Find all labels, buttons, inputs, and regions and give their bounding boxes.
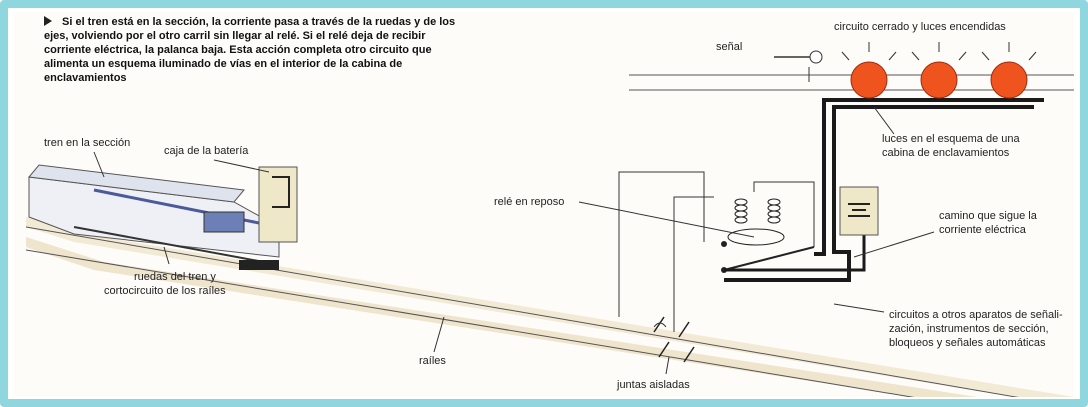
current-path-main	[724, 105, 1034, 282]
train-wheels-contact	[239, 260, 279, 270]
label-wheels-2: cortocircuito de los raíles	[104, 285, 226, 297]
label-other-circuits-2: zación, instrumentos de sección,	[889, 323, 1049, 335]
leader-current	[853, 231, 935, 258]
rail-line-top	[25, 226, 1019, 397]
leader-battery	[213, 159, 270, 173]
label-rails: raíles	[419, 355, 446, 367]
rail-line-bottom	[25, 249, 915, 397]
leader-train	[93, 151, 105, 178]
insulated-joint-4	[683, 346, 695, 363]
intro-text: Si el tren está en la sección, la corrie…	[44, 16, 456, 84]
lamp-1	[841, 42, 897, 99]
relay-coil-left	[734, 198, 748, 224]
label-other-circuits-3: bloqueos y señales automáticas	[889, 337, 1046, 349]
insulated-joint-3	[658, 341, 670, 358]
insulated-joint-2	[678, 321, 690, 338]
label-lights-scheme-2: cabina de enclavamientos	[882, 147, 1010, 159]
label-closed-circuit: circuito cerrado y luces encendidas	[834, 21, 1006, 33]
relay-contact-1	[721, 241, 727, 247]
intro-paragraph: Si el tren está en la sección, la corrie…	[44, 15, 474, 85]
label-current-path-2: corriente eléctrica	[939, 224, 1026, 236]
leader-wheels	[163, 246, 170, 265]
rail-wire-3	[653, 322, 667, 328]
battery-box	[258, 166, 298, 243]
bullet-arrow-icon	[44, 16, 52, 26]
label-current-path-1: camino que sigue la	[939, 210, 1037, 222]
diagram-canvas: Si el tren está en la sección, la corrie…	[14, 12, 1074, 397]
label-signal: señal	[716, 41, 743, 53]
circuit-diagram	[25, 42, 1074, 397]
relay-coil-right	[767, 198, 781, 224]
leader-joints	[665, 356, 670, 375]
label-insulated-joints: juntas aisladas	[617, 379, 690, 391]
label-lights-scheme-1: luces en el esquema de una	[882, 133, 1020, 145]
relay-lever	[723, 246, 815, 271]
label-wheels-1: ruedas del tren y	[134, 271, 216, 283]
insulated-joint-1	[653, 316, 665, 333]
current-path-return	[814, 98, 1044, 256]
leader-circuits	[833, 303, 885, 313]
leader-lights	[873, 106, 895, 135]
relay-armature	[727, 228, 785, 246]
lamp-3	[981, 42, 1037, 99]
train	[28, 164, 280, 263]
rail-wire-2	[673, 196, 714, 332]
label-battery-box: caja de la batería	[164, 145, 249, 157]
label-other-circuits-1: circuitos a otros aparatos de señali-	[889, 309, 1063, 321]
leader-rails	[433, 316, 445, 353]
leader-relay	[578, 201, 755, 238]
relay-wire	[753, 181, 815, 247]
lamp-2	[911, 42, 967, 99]
rail-wire-1	[618, 171, 705, 317]
label-relay-at-rest: relé en reposo	[494, 196, 565, 208]
label-train-in-section: tren en la sección	[44, 137, 131, 149]
signal-lamp	[809, 50, 823, 64]
battery-box-wire	[272, 176, 290, 208]
